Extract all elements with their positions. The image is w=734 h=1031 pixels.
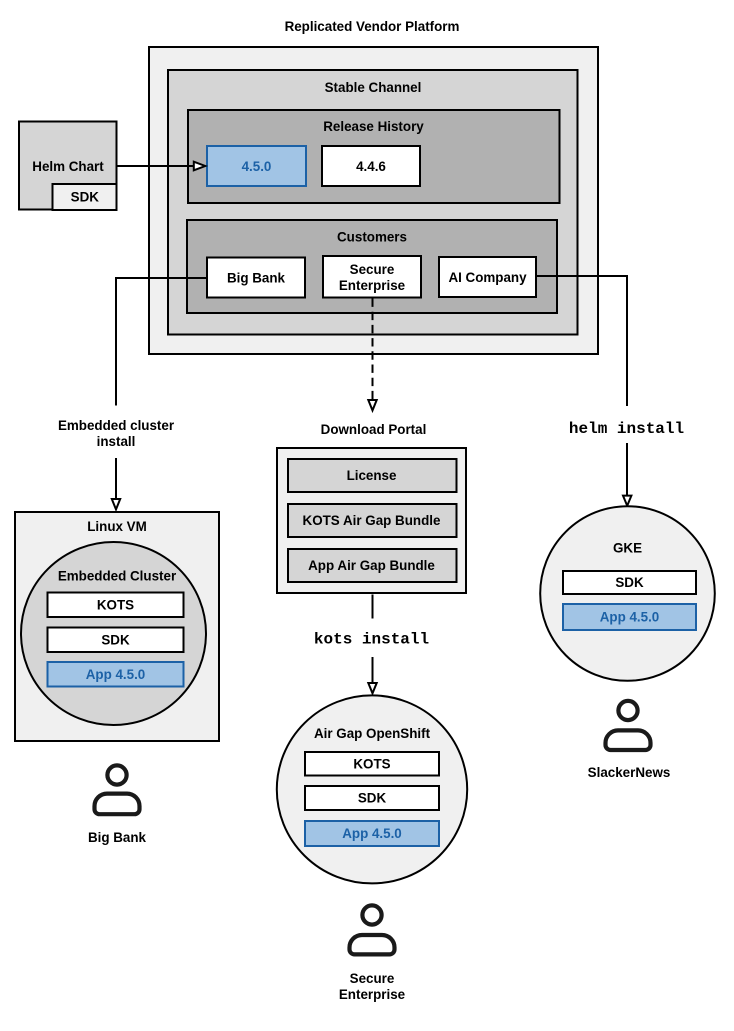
svg-text:App 4.5.0: App 4.5.0 [86,667,146,682]
svg-text:Download Portal: Download Portal [321,422,427,437]
svg-text:4.5.0: 4.5.0 [242,159,272,174]
svg-text:Customers: Customers [337,230,407,245]
svg-text:GKE: GKE [613,541,642,556]
svg-text:Linux VM: Linux VM [87,519,147,534]
svg-text:KOTS Air Gap Bundle: KOTS Air Gap Bundle [303,513,441,528]
svg-text:helm install: helm install [569,420,684,438]
svg-text:install: install [97,434,136,449]
svg-text:KOTS: KOTS [97,598,134,613]
svg-text:App Air Gap Bundle: App Air Gap Bundle [308,558,435,573]
svg-text:Embedded cluster: Embedded cluster [58,418,175,433]
svg-text:Big Bank: Big Bank [227,271,286,286]
svg-text:Release History: Release History [323,119,424,134]
svg-text:Enterprise: Enterprise [339,278,405,293]
svg-text:SDK: SDK [71,190,100,205]
svg-text:Air Gap OpenShift: Air Gap OpenShift [314,726,431,741]
svg-text:Big Bank: Big Bank [88,830,147,845]
svg-text:App 4.5.0: App 4.5.0 [600,610,660,625]
svg-text:SDK: SDK [615,575,644,590]
svg-text:License: License [347,468,397,483]
svg-text:SDK: SDK [358,791,387,806]
svg-text:AI Company: AI Company [448,270,527,285]
svg-text:SDK: SDK [101,633,130,648]
svg-text:Secure: Secure [350,262,395,277]
svg-text:Replicated Vendor Platform: Replicated Vendor Platform [285,19,460,34]
svg-text:4.4.6: 4.4.6 [356,159,386,174]
svg-text:Embedded Cluster: Embedded Cluster [58,569,177,584]
svg-text:KOTS: KOTS [353,757,390,772]
svg-text:Stable Channel: Stable Channel [325,80,422,95]
svg-text:Enterprise: Enterprise [339,987,405,1002]
svg-text:SlackerNews: SlackerNews [588,765,671,780]
svg-text:App 4.5.0: App 4.5.0 [342,826,402,841]
svg-text:Secure: Secure [350,971,395,986]
svg-text:kots install: kots install [314,631,429,649]
svg-text:Helm Chart: Helm Chart [32,159,104,174]
